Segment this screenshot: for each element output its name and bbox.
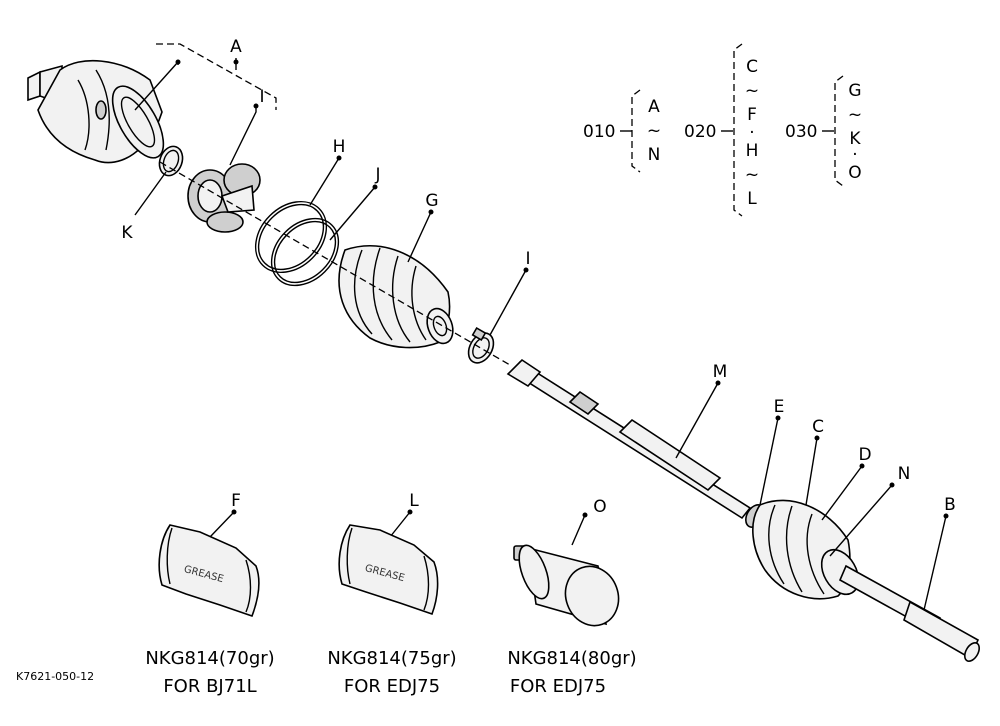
grease-caption-f-line1: NKG814(70gr) bbox=[145, 648, 274, 669]
group-020-item-1: ~ bbox=[745, 81, 759, 101]
boot-band-h bbox=[254, 200, 328, 274]
group-020-item-2: F bbox=[747, 105, 757, 125]
group-030-item-0: G bbox=[848, 81, 861, 101]
label-i-bracket: I bbox=[259, 87, 264, 107]
group-030-item-1: ~ bbox=[848, 105, 862, 125]
grease-can-o bbox=[513, 544, 620, 627]
group-020-item-5: ~ bbox=[745, 165, 759, 185]
outer-joint-assembly bbox=[745, 499, 981, 662]
label-o: O bbox=[593, 497, 606, 517]
group-020: 020 C ~ F · H ~ L bbox=[684, 43, 759, 217]
grease-caption-f-line2: FOR BJ71L bbox=[163, 676, 256, 697]
grease-packet-f: GREASE bbox=[158, 524, 260, 618]
snap-ring-k bbox=[158, 145, 184, 177]
group-030-item-2: K bbox=[849, 129, 861, 149]
group-010-item-0: A bbox=[648, 97, 660, 117]
label-b: B bbox=[944, 495, 956, 515]
group-030-item-4: O bbox=[848, 163, 861, 183]
tripod-joint bbox=[187, 163, 261, 233]
label-n: N bbox=[898, 464, 911, 484]
grease-caption-o-line1: NKG814(80gr) bbox=[507, 648, 636, 669]
label-a: A bbox=[230, 37, 242, 57]
label-c: C bbox=[812, 417, 824, 437]
group-030: 030 G ~ K · O bbox=[785, 75, 862, 187]
grease-caption-o-line2: FOR EDJ75 bbox=[510, 676, 606, 697]
drive-shaft-m bbox=[506, 358, 752, 520]
drawing-code: K7621-050-12 bbox=[16, 670, 94, 683]
leader-lines bbox=[134, 43, 947, 611]
grease-packet-l: GREASE bbox=[338, 524, 439, 616]
group-020-item-0: C bbox=[746, 57, 758, 77]
outer-joint-housing bbox=[27, 59, 165, 164]
label-h: H bbox=[333, 137, 346, 157]
label-dots bbox=[175, 59, 949, 519]
label-d: D bbox=[858, 445, 871, 465]
label-e: E bbox=[774, 397, 785, 417]
group-010: 010 A ~ N bbox=[583, 89, 661, 173]
boot-clamp-i bbox=[467, 332, 495, 364]
group-020-item-6: L bbox=[747, 189, 757, 209]
group-030-item-3: · bbox=[852, 145, 857, 165]
group-020-item-4: H bbox=[746, 141, 759, 161]
grease-caption-l-line2: FOR EDJ75 bbox=[344, 676, 440, 697]
label-k: K bbox=[121, 223, 133, 243]
group-code-010: 010 bbox=[583, 122, 615, 142]
label-i-clamp: I bbox=[525, 249, 530, 269]
group-code-020: 020 bbox=[684, 122, 716, 142]
inner-boot-g bbox=[338, 245, 454, 349]
label-g: G bbox=[425, 191, 438, 211]
label-m: M bbox=[713, 362, 728, 382]
group-010-item-2: N bbox=[648, 145, 661, 165]
group-020-item-3: · bbox=[749, 123, 754, 143]
label-j: J bbox=[374, 165, 380, 185]
grease-caption-l-line1: NKG814(75gr) bbox=[327, 648, 456, 669]
group-010-item-1: ~ bbox=[647, 121, 661, 141]
label-f: F bbox=[231, 491, 241, 511]
label-l: L bbox=[409, 491, 419, 511]
boot-band-j bbox=[270, 217, 340, 287]
group-code-030: 030 bbox=[785, 122, 817, 142]
